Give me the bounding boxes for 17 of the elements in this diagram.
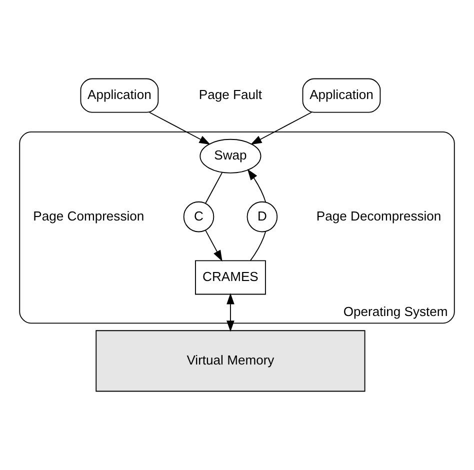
node-ellipse: Swap bbox=[200, 138, 262, 174]
node-box: CRAMES bbox=[195, 260, 266, 295]
node-circle: C bbox=[183, 201, 214, 232]
arrow bbox=[149, 112, 210, 145]
label: Page Fault bbox=[198, 86, 262, 102]
label: Page Compression bbox=[33, 208, 144, 224]
node-box: Application bbox=[302, 78, 381, 113]
node-box: Application bbox=[80, 78, 159, 113]
arrow bbox=[247, 169, 266, 203]
connector bbox=[205, 172, 223, 204]
node-circle: D bbox=[246, 201, 278, 232]
arrow bbox=[226, 293, 234, 332]
arrow bbox=[250, 112, 312, 145]
arrow bbox=[205, 230, 222, 262]
label: Page Decompression bbox=[316, 208, 442, 224]
node-box: Virtual Memory bbox=[96, 330, 366, 392]
connector bbox=[250, 230, 266, 261]
